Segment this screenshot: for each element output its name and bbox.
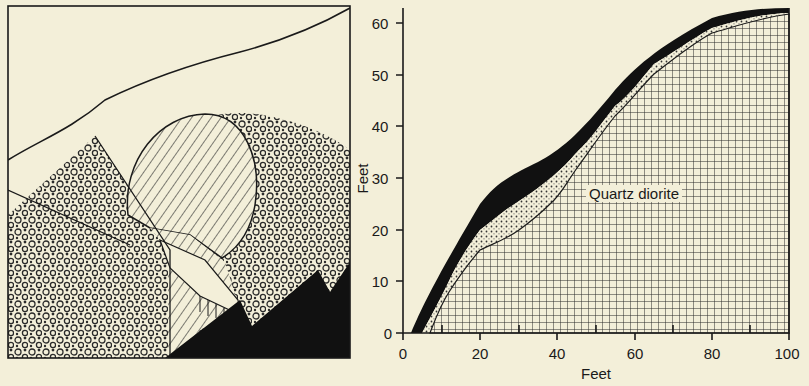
- axis-tick-label: 20: [472, 346, 489, 361]
- axis-tick-label: 30: [372, 171, 389, 186]
- axis-tick-label: 20: [372, 223, 389, 238]
- axis-tick-label: 40: [549, 346, 566, 361]
- axis-tick-label: 100: [774, 346, 799, 361]
- axis-tick-label: 0: [384, 326, 392, 341]
- axis-tick-label: 10: [372, 274, 389, 289]
- axis-tick-label: 50: [372, 68, 389, 83]
- rock-unit-label: Quartz diorite: [586, 185, 682, 202]
- axis-title: Feet: [354, 163, 369, 193]
- axis-tick-label: 60: [372, 16, 389, 31]
- axis-title: Feet: [581, 366, 611, 381]
- axis-tick-label: 40: [372, 119, 389, 134]
- axis-tick-label: 80: [704, 346, 721, 361]
- axis-tick-label: 60: [627, 346, 644, 361]
- axis-tick-label: 0: [399, 346, 407, 361]
